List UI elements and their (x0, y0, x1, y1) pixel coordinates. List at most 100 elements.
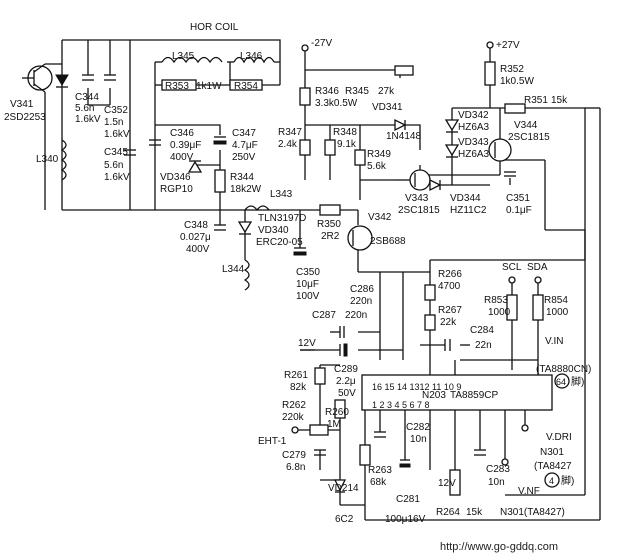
label-c345-value: 5.6n (104, 160, 123, 171)
label-c284-value: 22n (475, 340, 492, 351)
inductor-l344 (243, 259, 250, 291)
resistor-r352 (484, 61, 496, 86)
capacitor-c284 (444, 339, 451, 351)
label-r347: R347 (278, 127, 302, 138)
pin-4-circle (544, 472, 560, 488)
zener-vd342 (444, 119, 460, 133)
label-r344-value: 18k2W (230, 184, 262, 195)
label-r346: R346 (315, 86, 339, 97)
label-r350: R350 (317, 219, 341, 230)
label-r350-value: 2R2 (321, 231, 340, 242)
label-l343: L343 (270, 189, 293, 200)
label-v342-type: 2SB688 (370, 236, 406, 247)
label-scl: SCL (502, 262, 522, 273)
capacitor-c350 (293, 247, 307, 256)
pin-64-circle (554, 373, 570, 389)
transistor-v341 (22, 63, 62, 210)
label-vd342: VD342 (458, 110, 489, 121)
resistor-r354 (229, 79, 263, 91)
label-pin-4-suffix: 脚) (561, 474, 574, 487)
resistor-r263 (359, 444, 371, 466)
transistor-v343 (409, 169, 431, 191)
label-r351: R351 (524, 95, 548, 106)
label-r264-value: 15k (466, 507, 483, 518)
label-r266-value: 4700 (438, 281, 461, 292)
source-url: http://www.go-gddq.com (440, 541, 558, 553)
label-r266: R266 (438, 269, 462, 280)
label-c279-value: 6.8n (286, 462, 305, 473)
label-c350-value: 10μF (296, 279, 319, 290)
ic-n203 (361, 374, 553, 411)
resistor-r262 (309, 424, 329, 436)
label-sda: SDA (527, 262, 548, 273)
label-hor-coil: HOR COIL (190, 22, 239, 33)
inductor-l343 (244, 205, 270, 212)
capacitor-c352 (104, 74, 116, 81)
capacitor-c287 (339, 326, 345, 338)
label-c347-voltage: 250V (232, 152, 256, 163)
label-v341-type: 2SD2253 (4, 112, 46, 123)
label-c287: C287 (312, 310, 336, 321)
label-r345-value: 27k (378, 86, 395, 97)
capacitor-c351 (504, 171, 516, 177)
label-n301: N301 (540, 447, 564, 458)
label-r263: R263 (368, 465, 392, 476)
label-c344-voltage: 1.6kV (75, 114, 101, 125)
diode-vd214 (333, 479, 347, 493)
label-neg27v: -27V (311, 38, 332, 49)
label-vdri: V.DRI (546, 432, 572, 443)
label-c284: C284 (470, 325, 494, 336)
transistor-v342 (347, 225, 373, 251)
label-vd346: VD346 (160, 172, 191, 183)
label-vd340: VD340 (258, 225, 289, 236)
label-12v: 12V (298, 338, 316, 349)
zener-vd343 (444, 144, 460, 158)
label-r349: R349 (367, 149, 391, 160)
label-vd344: VD344 (450, 193, 481, 204)
label-r348: R348 (333, 127, 357, 138)
resistor-r348 (324, 139, 336, 156)
label-c281-value: 100μ16V (385, 514, 426, 525)
label-c348-value: 0.027μ (180, 232, 211, 243)
capacitor-c283 (474, 449, 486, 456)
label-c286-value: 220n (350, 296, 372, 307)
label-r351-value: 15k (551, 95, 568, 106)
resistor-r350 (319, 204, 341, 216)
label-c283-value: 10n (488, 477, 505, 488)
resistor-r345 (394, 65, 414, 76)
label-r267: R267 (438, 305, 462, 316)
label-r264: R264 (436, 507, 460, 518)
label-n203: N203 (422, 390, 446, 401)
label-pos27v: +27V (496, 40, 520, 51)
label-vd214-type: 6C2 (335, 514, 354, 525)
label-c347: C347 (232, 128, 256, 139)
label-v342: V342 (368, 212, 392, 223)
resistor-r264 (449, 469, 461, 496)
capacitor-c279 (314, 449, 326, 456)
label-c287-value: 220n (345, 310, 367, 321)
label-n301-ta8427: N301(TA8427) (500, 507, 565, 518)
pin-terminals (291, 41, 529, 466)
capacitor-c281 (399, 459, 411, 468)
resistor-r853 (506, 276, 518, 321)
label-r262: R262 (282, 400, 306, 411)
label-c289: C289 (334, 364, 358, 375)
label-r354: R354 (234, 81, 258, 92)
label-ta8880cn: (TA8880CN) (536, 364, 591, 375)
label-12v-b: 12V (438, 478, 456, 489)
label-c286: C286 (350, 284, 374, 295)
label-c289-voltage: 50V (338, 388, 356, 399)
resistor-r261 (314, 367, 326, 385)
diode-vd340 (237, 221, 253, 235)
label-r353-value: 1k1W (196, 81, 222, 92)
label-pin-4: 4 (549, 476, 554, 486)
label-r345: R345 (345, 86, 369, 97)
label-l346: L346 (240, 51, 263, 62)
label-v343: V343 (405, 193, 429, 204)
label-vd341-type: 1N4148 (386, 131, 421, 142)
label-r352: R352 (500, 64, 524, 75)
label-r261-value: 82k (290, 382, 307, 393)
label-v344: V344 (514, 120, 538, 131)
label-r344: R344 (230, 172, 254, 183)
